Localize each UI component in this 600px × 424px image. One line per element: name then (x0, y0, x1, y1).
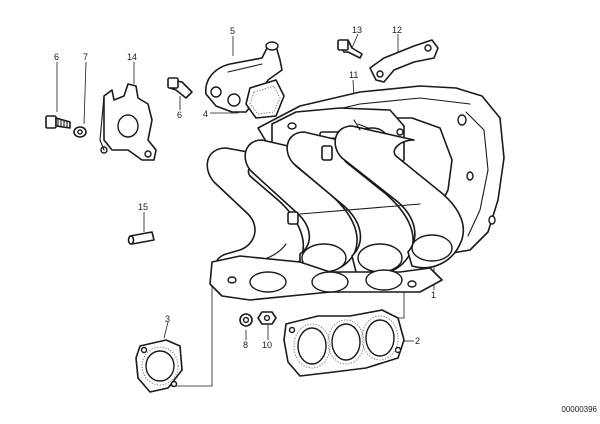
callout-13: 13 (352, 25, 362, 35)
bracket-part-12 (369, 39, 439, 83)
bolt-part-6-left (45, 115, 71, 129)
callout-6-left: 6 (54, 52, 59, 62)
callout-3: 3 (165, 314, 170, 324)
callout-1: 1 (431, 290, 436, 300)
callout-labels: 1 2 3 4 5 6 6 7 8 10 11 12 13 14 15 (54, 25, 436, 350)
bolt-part-6-right (167, 77, 193, 99)
callout-14: 14 (127, 52, 137, 62)
stud-part-15 (127, 231, 155, 245)
washer-part-7 (73, 126, 87, 138)
nut-part-10 (257, 311, 277, 325)
washer-part-9 (239, 313, 253, 327)
intake-manifold (206, 85, 505, 301)
bolt-part-13 (337, 39, 363, 59)
callout-6-right: 6 (177, 110, 182, 120)
gasket-part-3 (135, 339, 183, 393)
callout-12: 12 (392, 25, 402, 35)
water-neck-housing (205, 41, 285, 119)
callout-5: 5 (230, 26, 235, 36)
callout-10: 10 (262, 340, 272, 350)
callout-15: 15 (138, 202, 148, 212)
callout-11: 11 (349, 70, 358, 80)
drawing-number: 00000396 (561, 405, 597, 414)
callout-4: 4 (203, 109, 208, 119)
callout-2: 2 (415, 336, 420, 346)
bracket-part-14 (99, 83, 157, 161)
gasket-part-2 (283, 309, 405, 377)
callout-7: 7 (83, 52, 88, 62)
callout-8: 8 (243, 340, 248, 350)
